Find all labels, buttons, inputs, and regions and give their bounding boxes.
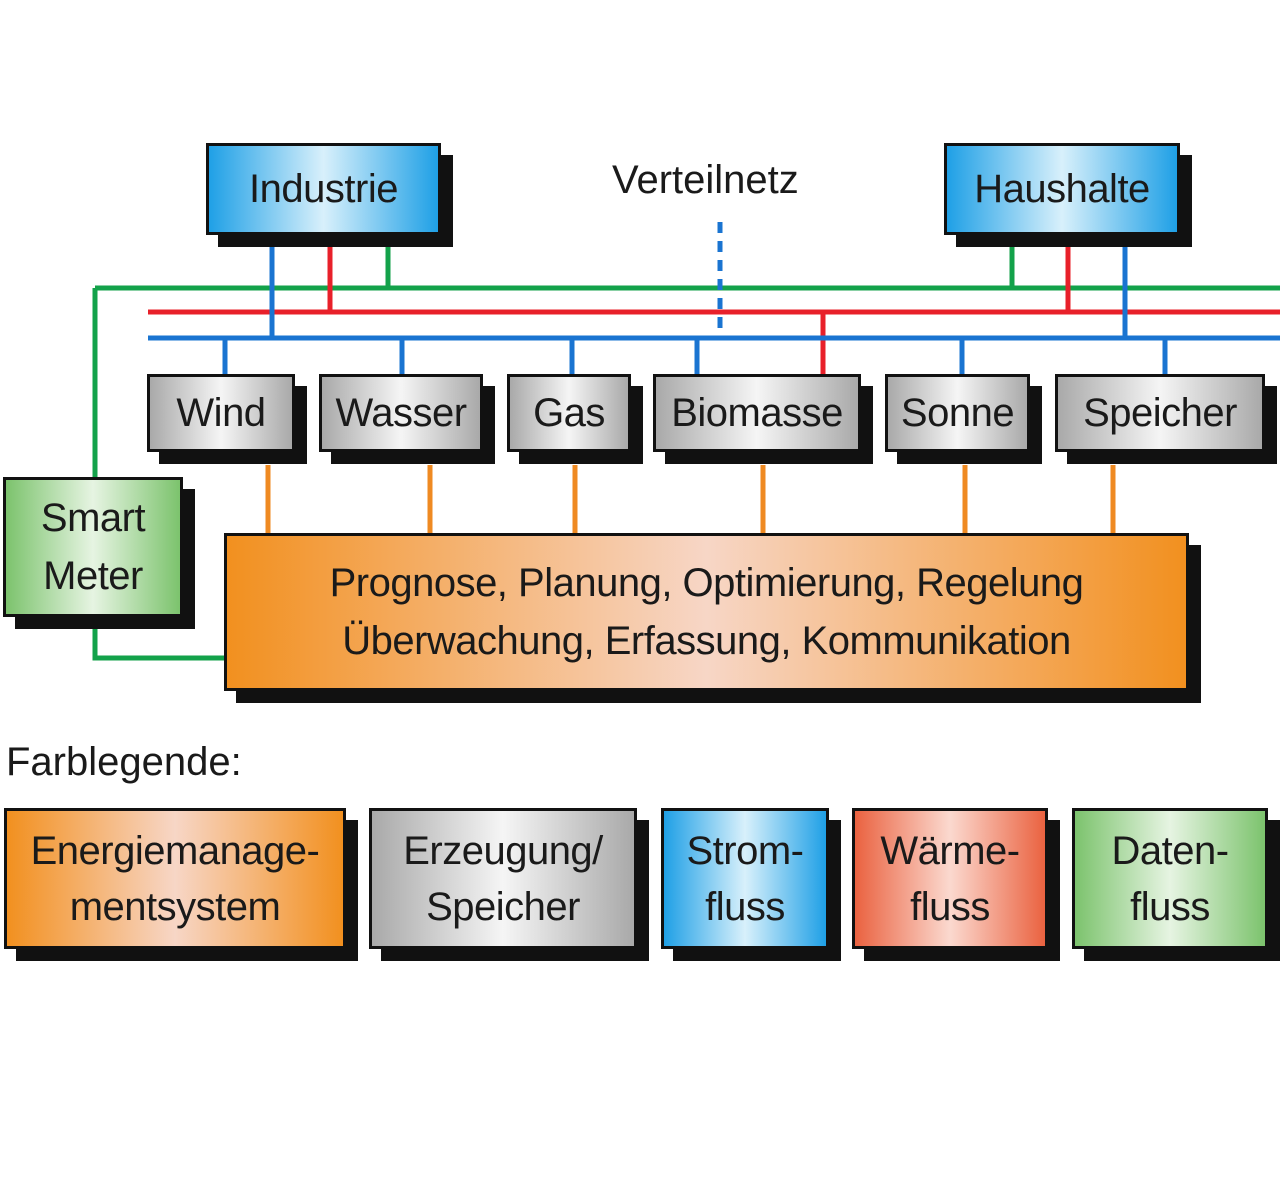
node-sonne: Sonne bbox=[885, 374, 1030, 452]
heat-flow-lines bbox=[148, 245, 1280, 375]
legend-item-generation-storage: Erzeugung/ Speicher bbox=[369, 808, 637, 949]
legend-item-power-flow: Strom- fluss bbox=[661, 808, 829, 949]
node-biomasse: Biomasse bbox=[653, 374, 861, 452]
network-label: Verteilnetz bbox=[612, 158, 799, 202]
data-flow-lines bbox=[92, 245, 1280, 661]
node-haushalte: Haushalte bbox=[944, 143, 1180, 235]
legend-item-energy-management: Energiemanage- mentsystem bbox=[4, 808, 346, 949]
node-smart-meter: Smart Meter bbox=[3, 477, 183, 617]
node-wind: Wind bbox=[147, 374, 295, 452]
node-wasser: Wasser bbox=[319, 374, 483, 452]
node-industrie: Industrie bbox=[206, 143, 441, 235]
control-lines bbox=[265, 465, 1116, 535]
legend-title: Farblegende: bbox=[6, 740, 242, 784]
node-gas: Gas bbox=[507, 374, 631, 452]
data-line-smart-meter-ems bbox=[92, 628, 226, 661]
node-speicher: Speicher bbox=[1055, 374, 1265, 452]
node-energy-management-system: Prognose, Planung, Optimierung, Regelung… bbox=[224, 533, 1189, 691]
legend-item-data-flow: Daten- fluss bbox=[1072, 808, 1268, 949]
legend-item-heat-flow: Wärme- fluss bbox=[852, 808, 1048, 949]
power-flow-lines bbox=[148, 222, 1280, 375]
